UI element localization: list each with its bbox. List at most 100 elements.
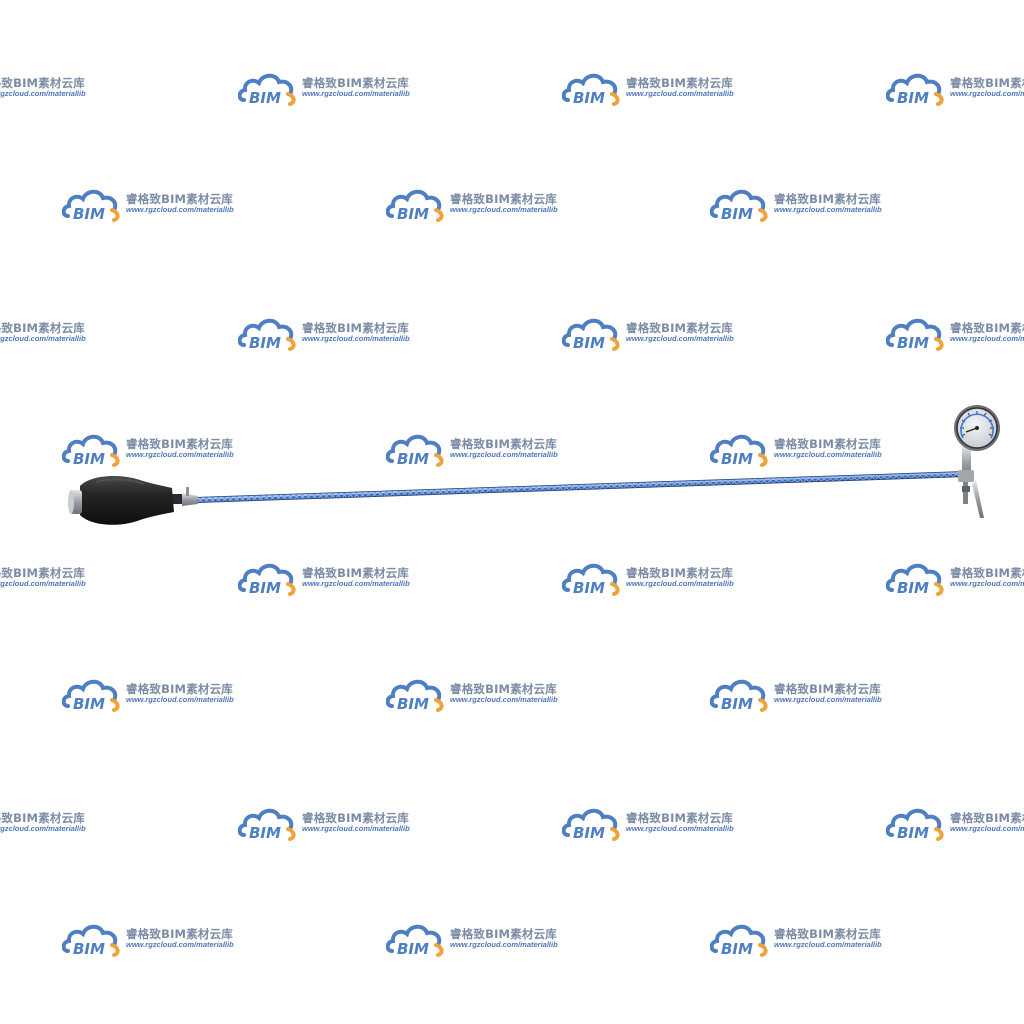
watermark-url: www.rgzcloud.com/materiallib xyxy=(626,579,734,588)
watermark-logo: BIM睿格致BIM素材云库www.rgzcloud.com/materialli… xyxy=(886,560,1024,596)
watermark-url: www.rgzcloud.com/materiallib xyxy=(0,824,86,833)
watermark-url: www.rgzcloud.com/materiallib xyxy=(774,695,882,704)
logo-text: BIM xyxy=(249,334,281,351)
watermark-title: 睿格致BIM素材云库 xyxy=(450,437,557,451)
rubber-bulb xyxy=(68,476,174,525)
cloud-logo-icon: BIM xyxy=(386,189,444,222)
watermark-title: 睿格致BIM素材云库 xyxy=(126,437,233,451)
watermark-url: www.rgzcloud.com/materiallib xyxy=(126,940,234,949)
watermark-title: 睿格致BIM素材云库 xyxy=(950,566,1024,580)
logo-text: BIM xyxy=(73,940,105,957)
logo-text: BIM xyxy=(397,205,429,222)
logo-text: BIM xyxy=(721,205,753,222)
watermark-title: 睿格致BIM素材云库 xyxy=(950,76,1024,90)
watermark-title: 睿格致BIM素材云库 xyxy=(0,811,85,825)
watermark-title: 睿格致BIM素材云库 xyxy=(626,76,733,90)
watermark-url: www.rgzcloud.com/materiallib xyxy=(626,824,734,833)
logo-text: BIM xyxy=(397,695,429,712)
watermark-url: www.rgzcloud.com/materiallib xyxy=(0,334,86,343)
watermark-url: www.rgzcloud.com/materiallib xyxy=(450,695,558,704)
logo-text: BIM xyxy=(573,89,605,106)
watermark-logo: BIM睿格致BIM素材云库www.rgzcloud.com/materialli… xyxy=(886,315,1024,351)
watermark-title: 睿格致BIM素材云库 xyxy=(450,682,557,696)
watermark-url: www.rgzcloud.com/materiallib xyxy=(950,824,1024,833)
logo-text: BIM xyxy=(249,89,281,106)
cloud-logo-icon: BIM xyxy=(62,189,120,222)
cloud-logo-icon: BIM xyxy=(710,679,768,712)
cloud-logo-icon: BIM xyxy=(710,189,768,222)
watermark-title: 睿格致BIM素材云库 xyxy=(0,321,85,335)
watermark-title: 睿格致BIM素材云库 xyxy=(302,76,409,90)
cloud-logo-icon: BIM xyxy=(562,563,620,596)
watermark-url: www.rgzcloud.com/materiallib xyxy=(950,334,1024,343)
watermark-title: 睿格致BIM素材云库 xyxy=(626,566,733,580)
hose-fitting xyxy=(170,487,198,506)
cloud-logo-icon: BIM xyxy=(62,679,120,712)
watermark-title: 睿格致BIM素材云库 xyxy=(0,76,85,90)
watermark-logo: BIM睿格致BIM素材云库www.rgzcloud.com/materialli… xyxy=(0,805,104,841)
logo-text: BIM xyxy=(897,89,929,106)
watermark-url: www.rgzcloud.com/materiallib xyxy=(774,450,882,459)
watermark-title: 睿格致BIM素材云库 xyxy=(774,927,881,941)
logo-text: BIM xyxy=(897,334,929,351)
logo-text: BIM xyxy=(249,824,281,841)
watermark-url: www.rgzcloud.com/materiallib xyxy=(626,89,734,98)
logo-text: BIM xyxy=(73,450,105,467)
cloud-logo-icon: BIM xyxy=(562,318,620,351)
watermark-title: 睿格致BIM素材云库 xyxy=(450,927,557,941)
watermark-url: www.rgzcloud.com/materiallib xyxy=(302,89,410,98)
cloud-logo-icon: BIM xyxy=(386,679,444,712)
pressure-gauge xyxy=(954,405,1000,451)
braided-hose xyxy=(193,471,969,503)
logo-text: BIM xyxy=(721,450,753,467)
cloud-logo-icon: BIM xyxy=(386,924,444,957)
watermark-logo: BIM睿格致BIM素材云库www.rgzcloud.com/materialli… xyxy=(0,315,104,351)
cloud-logo-icon: BIM xyxy=(710,924,768,957)
cloud-logo-icon: BIM xyxy=(562,808,620,841)
watermark-logo: BIM睿格致BIM素材云库www.rgzcloud.com/materialli… xyxy=(0,70,104,106)
watermark-title: 睿格致BIM素材云库 xyxy=(450,192,557,206)
cloud-logo-icon: BIM xyxy=(562,73,620,106)
cloud-logo-icon: BIM xyxy=(238,563,296,596)
watermark-title: 睿格致BIM素材云库 xyxy=(126,927,233,941)
watermark-url: www.rgzcloud.com/materiallib xyxy=(126,205,234,214)
watermark-title: 睿格致BIM素材云库 xyxy=(0,566,85,580)
logo-text: BIM xyxy=(721,940,753,957)
cloud-logo-icon: BIM xyxy=(386,434,444,467)
watermark-title: 睿格致BIM素材云库 xyxy=(950,811,1024,825)
cloud-logo-icon: BIM xyxy=(62,924,120,957)
logo-text: BIM xyxy=(897,579,929,596)
watermark-url: www.rgzcloud.com/materiallib xyxy=(126,450,234,459)
logo-text: BIM xyxy=(73,205,105,222)
cloud-logo-icon: BIM xyxy=(238,73,296,106)
logo-text: BIM xyxy=(897,824,929,841)
watermark-url: www.rgzcloud.com/materiallib xyxy=(126,695,234,704)
watermark-url: www.rgzcloud.com/materiallib xyxy=(774,940,882,949)
watermark-title: 睿格致BIM素材云库 xyxy=(302,321,409,335)
cloud-logo-icon: BIM xyxy=(238,808,296,841)
logo-text: BIM xyxy=(573,334,605,351)
watermark-title: 睿格致BIM素材云库 xyxy=(302,811,409,825)
watermark-url: www.rgzcloud.com/materiallib xyxy=(450,205,558,214)
watermark-title: 睿格致BIM素材云库 xyxy=(774,192,881,206)
logo-text: BIM xyxy=(573,579,605,596)
watermark-url: www.rgzcloud.com/materiallib xyxy=(950,89,1024,98)
logo-text: BIM xyxy=(721,695,753,712)
